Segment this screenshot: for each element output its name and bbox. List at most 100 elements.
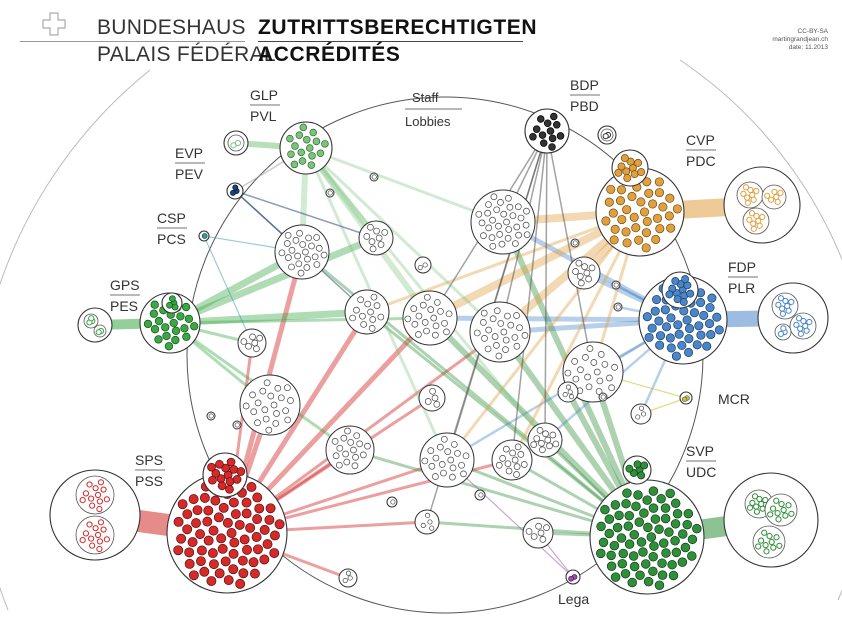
sps-party-cluster-member <box>246 482 257 492</box>
sps2-party-cluster-member <box>211 469 221 478</box>
lobby-member <box>536 427 544 434</box>
lobby-cluster-boundary <box>344 289 390 335</box>
svp-party-cluster-member <box>638 547 648 557</box>
bdp-external-cluster-member <box>602 133 609 140</box>
lobby-member <box>577 279 585 287</box>
svp-party-cluster-member <box>648 566 658 577</box>
sps-party-cluster-member <box>213 512 224 523</box>
lobby-member <box>345 570 351 576</box>
sps-party-cluster-member <box>173 516 184 527</box>
sps-external-cluster-member <box>92 525 99 532</box>
outer-boundary-arc-right <box>679 59 842 601</box>
cvp-party-cluster-member <box>666 223 676 233</box>
cvp2-party-cluster-member <box>623 174 632 182</box>
cvp-external-cluster-member <box>774 198 781 205</box>
lobby-cluster <box>491 439 533 481</box>
sps-party-cluster-member <box>242 544 252 555</box>
glp-party-cluster-member <box>312 137 321 146</box>
gps-party-cluster-member <box>190 322 199 331</box>
lobby-member <box>480 319 487 326</box>
lobby-member <box>438 461 446 468</box>
glp-party-cluster-member <box>291 142 299 150</box>
svp-external-cluster-member <box>776 542 783 549</box>
lobby-member <box>539 446 546 454</box>
bdp-edge <box>546 130 594 373</box>
cvp-party-cluster-member <box>642 177 652 187</box>
lobby-member <box>284 384 291 392</box>
cvp-party-cluster-member <box>610 224 620 234</box>
fdp-external-cluster-member <box>803 327 810 334</box>
bdp-party-cluster-member <box>537 115 545 123</box>
fdp-party-cluster-member <box>696 330 706 340</box>
cvp-external-cluster-member <box>740 190 747 197</box>
svp-party-cluster-member <box>687 551 697 561</box>
bdp-label-lower: PBD <box>570 98 599 114</box>
lobby-member <box>538 439 545 447</box>
cvp-external-cluster-member <box>777 189 784 196</box>
lobby-member <box>544 436 552 444</box>
svp-party-cluster-member <box>671 547 682 558</box>
lobby-member <box>600 394 606 400</box>
fdp-party-cluster-member <box>666 313 676 323</box>
cvp2-party-cluster-member <box>637 168 646 177</box>
lobby-member <box>368 238 376 246</box>
cvp2-party-cluster-member <box>634 158 643 167</box>
bdp-party-cluster-member <box>529 133 537 141</box>
svp-party-cluster-member <box>670 536 680 546</box>
lobby-cluster <box>562 341 624 403</box>
mcr-party-cluster-member <box>681 396 688 402</box>
sps-external-cluster-member <box>97 519 105 526</box>
svp-external-cluster-member <box>775 516 782 523</box>
fdp-external-cluster-member <box>795 315 803 322</box>
fdp2-party-cluster <box>661 271 699 309</box>
lobby-member <box>350 446 357 454</box>
lobby-cluster <box>232 420 242 430</box>
lobby-member <box>533 435 541 442</box>
lobby-member <box>297 269 305 277</box>
center-label-lobbies: Lobbies <box>405 114 451 129</box>
svp-party-cluster-member <box>636 537 647 547</box>
cvp-party-cluster-member <box>672 204 682 214</box>
lobby-member <box>292 236 300 244</box>
fdp-party-cluster-member <box>706 330 716 340</box>
lobby-member <box>304 255 311 263</box>
lobby-member <box>373 227 380 235</box>
lobby-member <box>284 254 292 261</box>
gps-edge <box>166 308 371 327</box>
sps-external-cluster-member <box>96 538 104 545</box>
lobby-member <box>493 307 501 315</box>
cvp2-party-cluster-member <box>630 170 639 179</box>
bdp-party-cluster-member <box>556 132 565 140</box>
sps2-party-cluster-member <box>217 481 227 491</box>
sps2-party-cluster-member <box>207 462 216 472</box>
gps2-party-cluster-member <box>171 303 179 311</box>
sps-external-cluster-member <box>89 502 96 509</box>
lobby-member <box>495 352 503 360</box>
svp-party-cluster-member <box>634 517 645 527</box>
lobby-member <box>480 309 488 317</box>
lobby-member <box>495 222 502 230</box>
cvp-external-cluster-member <box>756 222 763 229</box>
bdp-party-cluster-member <box>548 134 557 143</box>
svp-external-cluster-member <box>768 538 775 546</box>
glp-party-cluster-member <box>286 134 294 143</box>
lobby-member <box>308 242 315 250</box>
lobby-member <box>514 203 522 211</box>
svp-party-cluster-member <box>656 494 666 504</box>
lobby-member <box>369 316 377 323</box>
lobby-member <box>352 453 359 461</box>
lobby-member <box>422 262 428 268</box>
lobby-cluster <box>527 422 563 458</box>
glp-party-cluster-member <box>307 161 316 169</box>
lobby-member <box>344 427 351 435</box>
lobby-member <box>488 234 496 241</box>
gps-label-upper: GPS <box>110 277 140 293</box>
svp-party-cluster-member <box>600 504 610 515</box>
lobby-member <box>606 374 613 382</box>
fdp2-party-cluster-member <box>665 290 674 299</box>
bdp-party-cluster-member <box>532 125 541 133</box>
lobby-member <box>343 458 351 466</box>
sps-party-cluster-member <box>182 509 193 520</box>
sps-party-cluster-member <box>251 532 262 542</box>
